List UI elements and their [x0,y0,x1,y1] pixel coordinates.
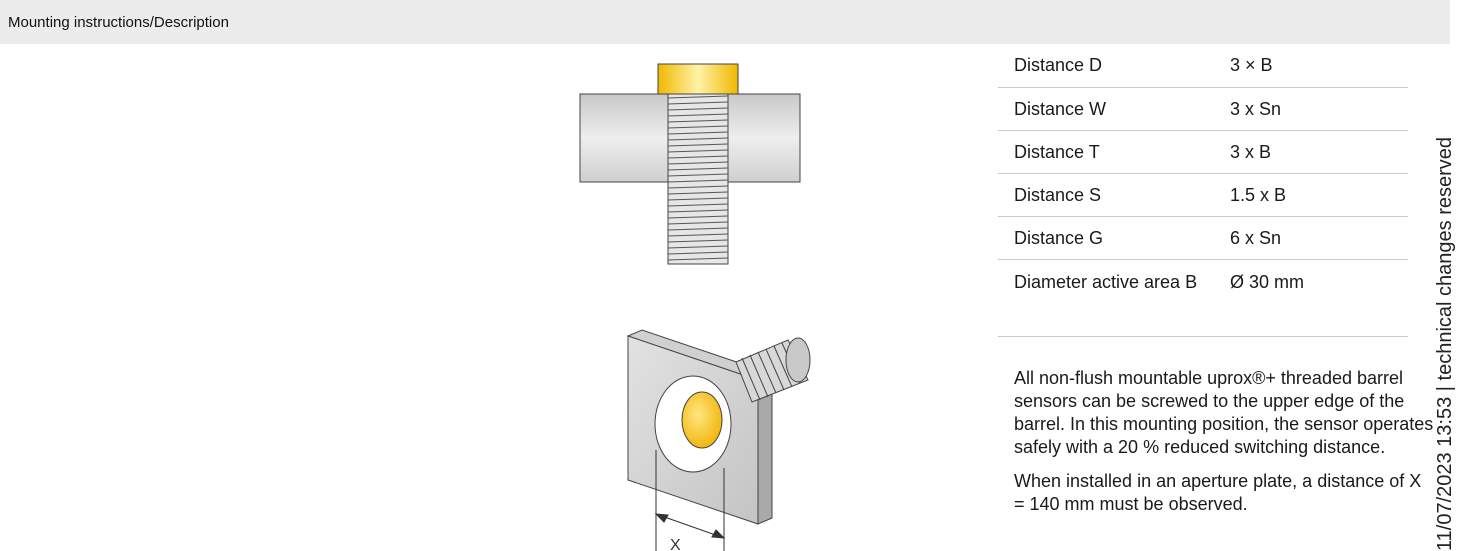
spec-label: Distance W [998,87,1214,131]
sensor-thread [735,337,811,403]
mounting-plate-left [579,93,681,183]
spec-label: Distance T [998,130,1214,174]
description-paragraph: All non-flush mountable uprox®+ threaded… [1014,368,1434,457]
mounting-description: All non-flush mountable uprox®+ threaded… [1014,367,1434,527]
section-header: Mounting instructions/Description [0,0,1450,44]
spec-label: Distance D [998,44,1214,88]
side-timestamp-note: 11/07/2023 13:53 | technical changes res… [1434,136,1456,551]
spec-value: 6 x Sn [1214,216,1408,260]
mounting-plate-right [717,93,801,183]
table-row: Distance G 6 x Sn [998,216,1408,260]
table-row: Distance T 3 x B [998,130,1408,174]
spec-label: Diameter active area B [998,259,1214,337]
spec-value: 3 x Sn [1214,87,1408,131]
spec-value: 3 x B [1214,130,1408,174]
section-title: Mounting instructions/Description [8,14,229,31]
sensor-barrel [667,93,729,265]
distance-spec-table: Distance D 3 × B Distance W 3 x Sn Dista… [998,44,1408,337]
sensor-face [657,63,739,95]
spec-value: 3 × B [1214,44,1408,88]
table-row: Distance D 3 × B [998,44,1408,88]
table-row: Distance W 3 x Sn [998,87,1408,131]
spec-value: Ø 30 mm [1214,259,1408,337]
table-row: Distance S 1.5 x B [998,173,1408,217]
spec-label: Distance G [998,216,1214,260]
spec-label: Distance S [998,173,1214,217]
mounting-diagram-cross-section [579,63,801,265]
thread-lines [667,95,729,261]
dimension-x-label: X [670,537,681,551]
spec-value: 1.5 x B [1214,173,1408,217]
dimension-x [654,450,726,551]
table-row: Diameter active area B Ø 30 mm [998,259,1408,337]
aperture-plate-diagram: X [626,329,811,551]
description-paragraph: When installed in an aperture plate, a d… [1014,471,1422,514]
sensor-face [681,391,723,449]
